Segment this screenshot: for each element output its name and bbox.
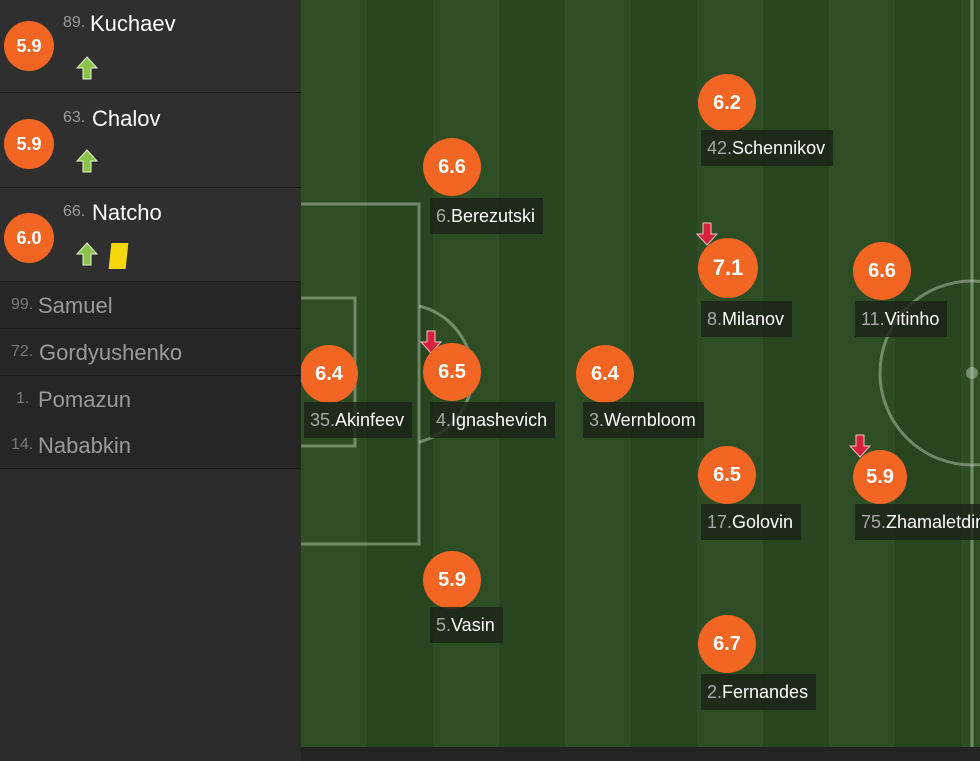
player-name: Wernbloom [604,410,696,430]
player-label[interactable]: 75.Zhamaletdinov [855,504,980,540]
player-number: 66. [63,203,86,220]
rating-badge: 6.4 [576,345,634,403]
rating-badge: 6.6 [423,138,481,196]
rating-badge: 6.7 [698,615,756,673]
sub-off-arrow-icon [696,222,718,246]
player-number: 17. [707,512,733,532]
sub-in-arrow-icon [76,56,98,80]
player-name: Akinfeev [335,410,405,430]
player-label[interactable]: 2.Fernandes [701,674,817,710]
rating-badge: 7.1 [698,238,758,298]
player-name: Natcho [92,200,162,225]
pitch-markings [301,0,980,747]
player-name: Kuchaev [90,11,176,36]
player-label[interactable]: 17.Golovin [701,504,802,540]
rating-badge: 5.9 [423,551,481,609]
player-number: 89. [63,14,86,31]
player-label[interactable]: 35.Akinfeev [304,402,413,438]
sub-in-arrow-icon [76,149,98,173]
player-number: 5. [436,615,452,635]
player-name: Fernandes [722,682,809,702]
bench-row[interactable]: 72. Gordyushenko [0,329,301,376]
bench-row[interactable]: 1. Pomazun [0,376,301,423]
pitch: 6.4 35.Akinfeev 6.6 6.Berezutski 6.5 4.I… [301,0,980,747]
rating-badge: 5.9 [4,21,54,71]
player-name: Milanov [722,309,785,329]
rating-badge: 6.2 [698,74,756,132]
player-label[interactable]: 4.Ignashevich [430,402,556,438]
rating-badge: 6.4 [301,345,358,403]
player-number: 63. [63,109,86,126]
rating-badge: 5.9 [853,450,907,504]
player-label[interactable]: 6.Berezutski [430,198,544,234]
substitutes-panel: 5.9 89. Kuchaev 5.9 63. Chalov 6.0 66. N… [0,0,301,761]
sub-in-arrow-icon [76,242,98,266]
player-label[interactable]: 3.Wernbloom [583,402,704,438]
sub-off-arrow-icon [849,434,871,458]
bench-row[interactable]: 99. Samuel [0,282,301,329]
player-number: 1. [16,390,30,407]
player-number: 2. [707,682,723,702]
player-label[interactable]: 11.Vitinho [855,301,948,337]
player-number: 8. [707,309,723,329]
bench-row[interactable]: 14. Nababkin [0,422,301,469]
player-number: 72. [11,343,34,360]
substitute-row[interactable]: 6.0 66. Natcho [0,188,301,282]
rating-badge: 5.9 [4,119,54,169]
player-name: Golovin [732,512,794,532]
player-name: Zhamaletdinov [886,512,980,532]
player-name: Gordyushenko [39,340,183,365]
player-number: 11. [861,309,885,329]
player-label[interactable]: 42.Schennikov [701,130,834,166]
substitute-row[interactable]: 5.9 89. Kuchaev [0,0,301,93]
player-number: 14. [11,436,34,453]
player-number: 75. [861,512,887,532]
rating-badge: 6.5 [698,446,756,504]
pitch-bottom-bar [301,747,980,761]
player-name: Pomazun [38,387,131,412]
player-name: Samuel [38,293,113,318]
player-name: Ignashevich [451,410,548,430]
player-name: Schennikov [732,138,826,158]
player-number: 4. [436,410,452,430]
substitute-row[interactable]: 5.9 63. Chalov [0,93,301,188]
player-number: 3. [589,410,605,430]
player-number: 99. [11,296,34,313]
player-name: Nababkin [38,433,131,458]
rating-badge: 6.5 [423,343,481,401]
yellow-card-icon [108,243,129,269]
player-name: Vasin [451,615,495,635]
player-number: 6. [436,206,452,226]
player-label[interactable]: 8.Milanov [701,301,793,337]
player-number: 42. [707,138,733,158]
player-name: Berezutski [451,206,536,226]
rating-badge: 6.6 [853,242,911,300]
player-name: Chalov [92,106,161,131]
player-label[interactable]: 5.Vasin [430,607,503,643]
rating-badge: 6.0 [4,213,54,263]
player-number: 35. [310,410,336,430]
player-name: Vitinho [884,309,940,329]
